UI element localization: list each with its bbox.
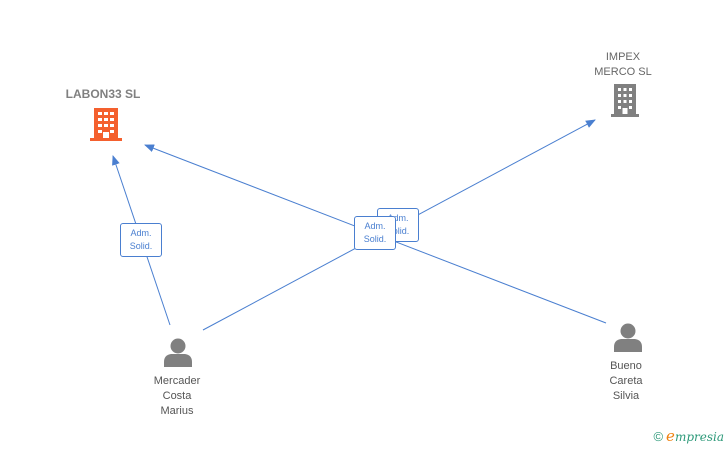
- person-name-line: Marius: [160, 405, 194, 417]
- role-line: Solid.: [363, 234, 387, 244]
- building-icon[interactable]: [90, 108, 122, 141]
- company-label-impex[interactable]: IMPEX MERCO SL: [583, 50, 663, 80]
- person-name-line: Costa: [162, 390, 192, 402]
- person-label-mercader[interactable]: Mercader Costa Marius: [136, 374, 218, 419]
- brand-initial: e: [666, 427, 675, 445]
- person-name-line: Mercader: [153, 375, 201, 387]
- person-name-line: Bueno: [610, 360, 642, 372]
- person-name-line: Careta: [609, 375, 643, 387]
- role-line: Solid.: [386, 226, 410, 236]
- role-line: Solid.: [129, 241, 153, 251]
- company-label-labon[interactable]: LABON33 SL: [65, 87, 141, 101]
- person-icon[interactable]: [164, 338, 192, 368]
- role-line: Adm.: [364, 221, 386, 231]
- brand-watermark[interactable]: © empresia: [653, 427, 724, 445]
- role-badge[interactable]: Adm. Solid.: [354, 216, 396, 250]
- person-label-bueno[interactable]: Bueno Careta Silvia: [590, 359, 662, 404]
- role-badge[interactable]: Adm. Solid.: [120, 223, 162, 257]
- building-icon[interactable]: [611, 84, 639, 117]
- role-line: Adm.: [130, 228, 152, 238]
- role-line: Adm.: [387, 213, 409, 223]
- person-icon[interactable]: [614, 323, 642, 353]
- copyright-icon: ©: [653, 428, 664, 444]
- company-name-line: IMPEX: [605, 51, 641, 63]
- person-name-line: Silvia: [612, 390, 640, 402]
- brand-name: mpresia: [674, 430, 724, 444]
- company-name-line: MERCO SL: [594, 66, 652, 78]
